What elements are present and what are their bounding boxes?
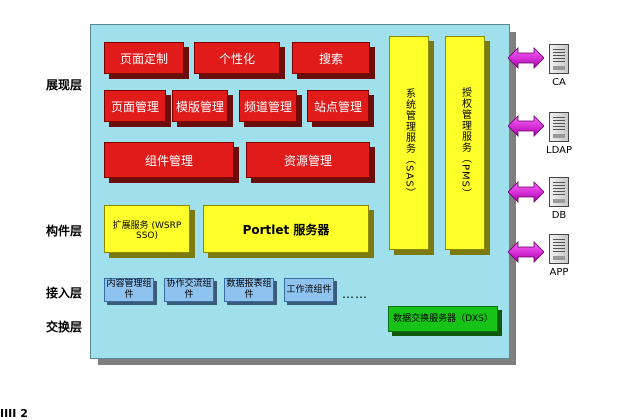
channel-mgmt-box: 频道管理 <box>239 90 297 122</box>
layer-label-component: 构件层 <box>46 224 83 238</box>
arrow-ca <box>508 47 544 69</box>
personalize-box: 个性化 <box>194 42 280 74</box>
search-box: 搜索 <box>292 42 370 74</box>
ca-server-icon <box>549 44 569 74</box>
db-server-icon <box>549 177 569 207</box>
db-label: DB <box>551 210 567 221</box>
collab-box: 协作交流组件 <box>164 278 214 302</box>
arrow-app <box>508 241 544 263</box>
extension-service-box: 扩展服务 (WSRP SSO) <box>104 205 190 253</box>
layer-label-access: 接入层 <box>46 286 83 300</box>
pms-box: 授权管理服务（PMS） <box>445 36 485 250</box>
resource-mgmt-box: 资源管理 <box>246 142 370 178</box>
page-custom-box: 页面定制 <box>104 42 184 74</box>
ldap-label: LDAP <box>546 145 572 156</box>
ca-label: CA <box>552 77 566 88</box>
site-mgmt-box: 站点管理 <box>307 90 369 122</box>
dxs-box: 数据交换服务器（DXS） <box>388 306 498 332</box>
arrow-ldap <box>508 115 544 137</box>
data-report-box: 数据报表组件 <box>224 278 274 302</box>
portlet-server-box: Portlet 服务器 <box>203 205 369 253</box>
more-components-ellipsis: …… <box>342 287 368 301</box>
arrow-db <box>508 181 544 203</box>
component-mgmt-box: 组件管理 <box>104 142 234 178</box>
sas-box: 系统管理服务（SAS） <box>389 36 429 250</box>
app-server-icon <box>549 234 569 264</box>
footer-text: IIII 2 <box>0 407 28 420</box>
architecture-panel <box>90 24 510 359</box>
layer-label-exchange: 交换层 <box>46 320 83 334</box>
template-mgmt-box: 模版管理 <box>172 90 228 122</box>
layer-label-presentation: 展现层 <box>46 78 83 92</box>
external-arrows <box>508 47 544 263</box>
workflow-box: 工作流组件 <box>284 278 334 302</box>
sas-label: 系统管理服务（SAS） <box>403 87 415 199</box>
pms-label: 授权管理服务（PMS） <box>459 86 471 199</box>
ldap-server-icon <box>549 112 569 142</box>
page-mgmt-box: 页面管理 <box>104 90 166 122</box>
app-label: APP <box>549 267 569 278</box>
content-mgmt-box: 内容管理组件 <box>104 278 154 302</box>
